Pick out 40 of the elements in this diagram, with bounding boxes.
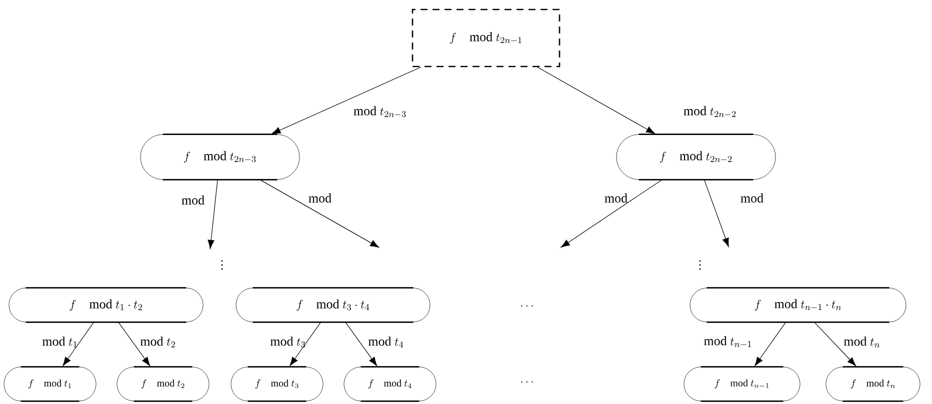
edge-label: $\mathrm{mod}$ [308,193,332,203]
arrow [754,322,786,366]
rounded-box: $f \quad \mathrm{mod}\ t_3$ [230,366,324,402]
rounded-box: $f \quad \mathrm{mod}\ t_n$ [826,366,920,402]
arrow [62,322,94,366]
edge-label: $\mathrm{mod}$ [604,193,628,203]
edge-label: $\mathrm{mod}\ t_n$ [844,336,880,348]
edge-label: $\mathrm{mod}$ [182,195,204,205]
arrow [537,66,656,134]
arrow [560,179,662,248]
rounded-box: $f \quad \mathrm{mod}\ t_1$ [4,366,96,402]
edge-label: $\mathrm{mod}\ t_{n-1}$ [704,336,752,348]
arrow [272,66,422,134]
ellipsis: $\vdots$ [699,260,701,270]
edge-label: $\mathrm{mod}$ [740,193,764,203]
ellipsis: $\ldots$ [521,381,533,383]
rounded-box: $f \quad \mathrm{mod}\ t_4$ [344,366,436,402]
edge-label: $\mathrm{mod}\ t_4$ [368,336,404,348]
dashed-box: $f \quad \mathrm{mod}\ t_{2n-1}$ [412,8,560,68]
rounded-box: $f \quad \mathrm{mod}\ t_1 \cdot t_2$ [8,287,204,323]
arrow [208,179,218,249]
arrow [290,322,322,366]
rounded-box: $f \quad \mathrm{mod}\ t_{2n-2}$ [616,134,776,180]
edge-label: $\mathrm{mod}\ t_3$ [270,336,305,348]
ellipsis: $\vdots$ [221,260,223,270]
edge-label: $\mathrm{mod}\ t_1$ [42,336,77,348]
edge-label: $\mathrm{mod}\ t_{2n-3}$ [354,106,406,118]
rounded-box: $f \quad \mathrm{mod}\ t_2$ [116,366,210,402]
rounded-box: $f \quad \mathrm{mod}\ t_{n-1}$ [684,366,800,402]
rounded-box: $f \quad \mathrm{mod}\ t_3 \cdot t_4$ [236,287,430,323]
arrow [118,322,150,366]
edge-label: $\mathrm{mod}\ t_2$ [140,336,175,348]
arrow [814,322,856,366]
arrow [260,179,380,248]
arrow [704,179,729,248]
ellipsis: $\ldots$ [521,305,533,307]
rounded-box: $f \quad \mathrm{mod}\ t_{n-1} \cdot t_n$ [690,287,906,323]
arrow [345,322,378,366]
rounded-box: $f \quad \mathrm{mod}\ t_{2n-3}$ [140,134,300,180]
edge-label: $\mathrm{mod}\ t_{2n-2}$ [684,106,736,118]
